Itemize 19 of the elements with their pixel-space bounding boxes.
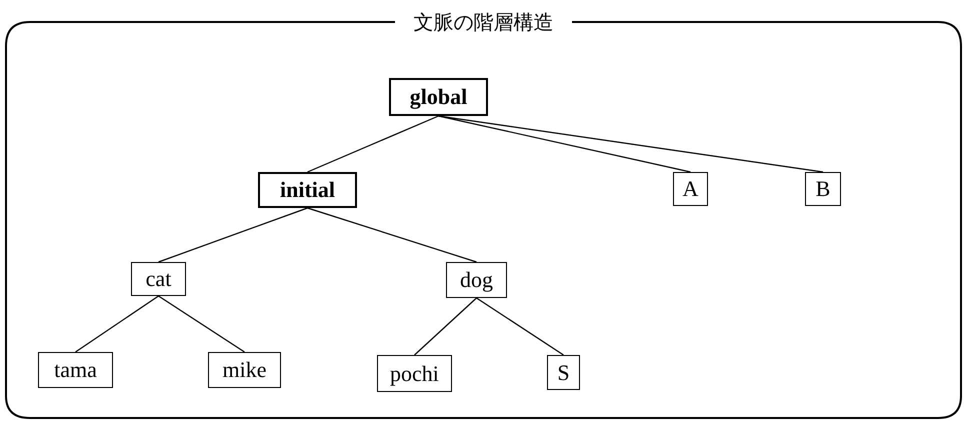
tree-node-box: cat — [131, 262, 186, 296]
tree-line — [158, 296, 245, 352]
tree-line — [438, 115, 691, 173]
tree-line — [414, 298, 477, 356]
tree-node-box: pochi — [377, 355, 452, 392]
tree-line — [307, 207, 477, 263]
tree-node-box: initial — [258, 172, 357, 208]
tree-node-box: dog — [446, 262, 507, 298]
tree-node-box: B — [805, 172, 841, 206]
tree-node-box: global — [389, 78, 488, 116]
tree-line — [158, 207, 308, 263]
tree-line — [307, 115, 439, 173]
tree-line — [438, 115, 824, 173]
tree-node-box: A — [673, 172, 708, 206]
tree-node-box: S — [547, 355, 580, 390]
tree-node-box: mike — [208, 352, 281, 388]
tree-line — [75, 296, 159, 352]
tree-node-box: tama — [38, 352, 113, 388]
tree-line — [476, 298, 564, 356]
